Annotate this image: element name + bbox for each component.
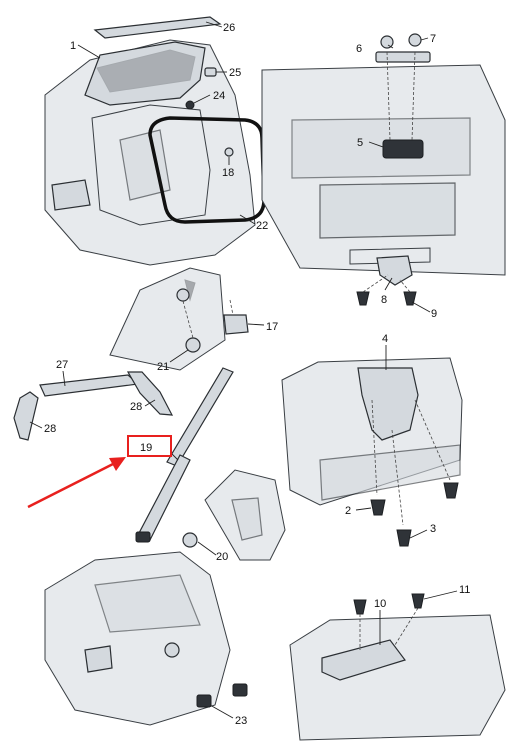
callout-23: 23 xyxy=(235,715,247,727)
callout-27: 27 xyxy=(56,359,68,371)
nut-6-shape xyxy=(380,35,394,49)
strut-mount-panel xyxy=(109,267,226,371)
callout-10: 10 xyxy=(374,598,386,610)
trim-28-left xyxy=(13,391,39,441)
callout-22: 22 xyxy=(256,220,268,232)
callout-25: 25 xyxy=(229,67,241,79)
bumper-23a-shape xyxy=(196,694,212,708)
callout-18: 18 xyxy=(222,167,234,179)
bolt-8-shape xyxy=(356,291,370,306)
callout-6: 6 xyxy=(356,43,362,55)
callout-26: 26 xyxy=(223,22,235,34)
callout-21: 21 xyxy=(157,361,169,373)
tailgate-hinge-view xyxy=(204,469,286,561)
callout-24: 24 xyxy=(213,90,225,102)
bolt-3-shape xyxy=(396,529,412,547)
bolt-left-shape xyxy=(353,599,367,615)
bolt-24-shape xyxy=(185,100,195,110)
callout-4: 4 xyxy=(382,333,388,345)
bracket-5-shape xyxy=(382,139,424,159)
lock-panel xyxy=(289,614,506,741)
bolt-right-shape xyxy=(443,482,459,499)
callout-17: 17 xyxy=(266,321,278,333)
car-rear-closed xyxy=(44,551,231,726)
car-rear-open-tailgate xyxy=(44,39,256,266)
callout-20: 20 xyxy=(216,551,228,563)
bolt-9-shape xyxy=(403,291,417,306)
ballstud-17-shape xyxy=(223,314,249,335)
lock-10-shape xyxy=(321,639,406,681)
bolt-11-shape xyxy=(411,593,425,609)
callout-19: 19 xyxy=(140,442,152,454)
callout-7: 7 xyxy=(430,33,436,45)
gas-strut-19 xyxy=(135,367,234,543)
callout-2: 2 xyxy=(345,505,351,517)
callout-28-right: 28 xyxy=(130,401,142,413)
bumper-18-shape xyxy=(224,147,234,157)
highlight-box xyxy=(127,435,172,457)
highlight-arrowhead xyxy=(109,457,126,471)
rear-panel-frame xyxy=(261,64,506,276)
bumper-23b-shape xyxy=(232,683,248,697)
spoiler-27 xyxy=(39,374,140,397)
clip-25-shape xyxy=(204,67,217,77)
callout-labels: 1 26 25 24 18 22 6 7 5 8 9 17 21 27 28 2… xyxy=(44,22,470,727)
ballstud-20-shape xyxy=(182,532,198,548)
highlight-arrow xyxy=(27,461,116,509)
callout-9: 9 xyxy=(431,308,437,320)
callout-1: 1 xyxy=(70,40,76,52)
callout-5: 5 xyxy=(357,137,363,149)
callout-8: 8 xyxy=(381,294,387,306)
leader-lines xyxy=(29,21,458,719)
ballstud-21-shape xyxy=(185,337,201,353)
trim-28-right xyxy=(126,371,174,416)
callout-11: 11 xyxy=(459,584,470,596)
striker-8-shape xyxy=(376,255,413,286)
panel-bracket-6 xyxy=(375,51,431,63)
bolt-2-shape xyxy=(370,499,386,516)
callout-3: 3 xyxy=(430,523,436,535)
nut-7-shape xyxy=(408,33,422,47)
spoiler-top xyxy=(93,16,222,39)
callout-28-left: 28 xyxy=(44,423,56,435)
